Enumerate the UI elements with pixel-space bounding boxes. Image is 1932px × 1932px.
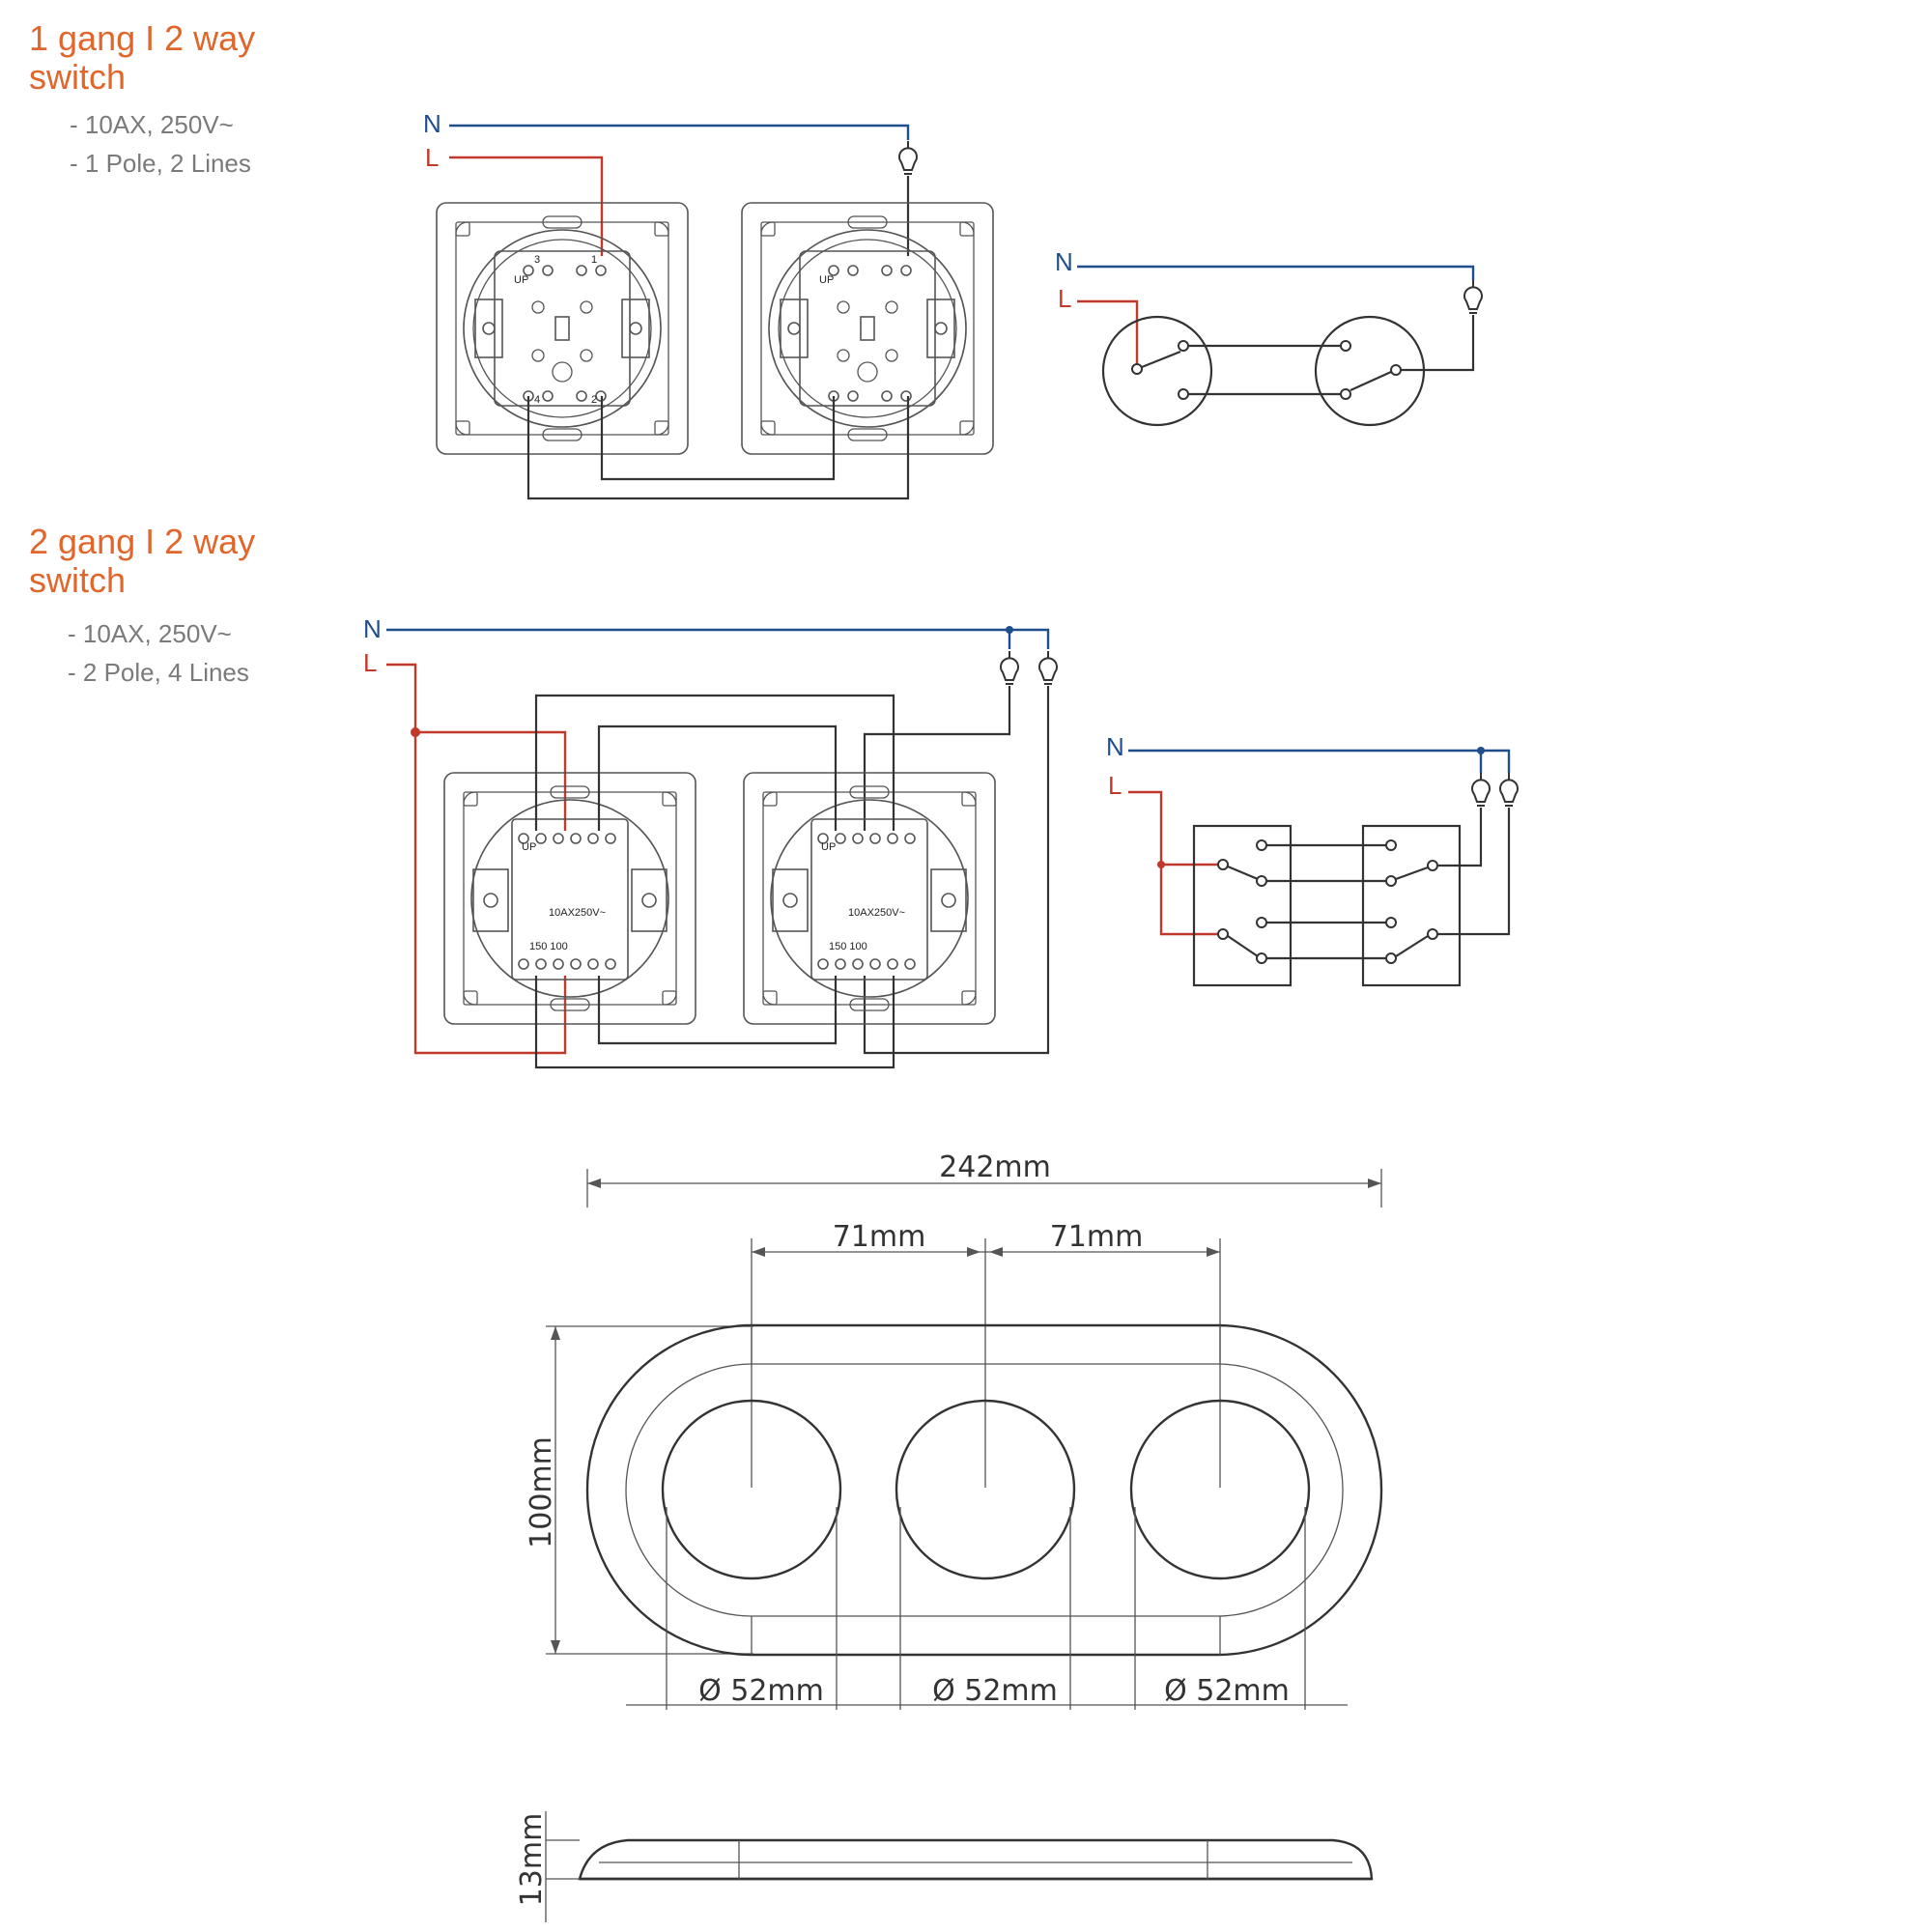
section1-schematic-lamp-icon — [1463, 279, 1483, 314]
section2-spec-poles: - 2 Pole, 4 Lines — [68, 658, 249, 687]
section2-neutral-wire — [386, 628, 1050, 649]
section2-live-wire — [386, 663, 567, 1055]
section2-schematic-switch-right — [1361, 824, 1462, 987]
section2-switch-mechanism-left — [443, 772, 696, 1025]
hole-diameter-right-label: Ø 52mm — [1164, 1674, 1290, 1708]
section2-up-mark: UP — [522, 841, 536, 853]
section2-header: 2 gang I 2 way switch - 10AX, 250V~ - 2 … — [29, 522, 255, 687]
section1-schematic-switch-left — [1101, 315, 1213, 427]
section1-wiring-diagram: N L UP UP 3 1 4 2 — [423, 109, 994, 500]
section2-wiring-diagram: N L UP UP 10AX250V~ 10AX250V~ 150 100 15… — [363, 614, 1058, 1069]
section2-schematic-lamp2-icon — [1499, 772, 1519, 807]
section2-lamp1-icon — [1000, 650, 1019, 685]
hole-center — [895, 1399, 1076, 1580]
section1-live-wire — [449, 156, 604, 256]
section1-title-line1: 1 gang I 2 way — [29, 18, 255, 58]
section2-live-label: L — [363, 648, 377, 677]
section1-header: 1 gang I 2 way switch - 10AX, 250V~ - 1 … — [29, 18, 255, 178]
section2-title-line2: switch — [29, 560, 126, 600]
hole-diameter-center-label: Ø 52mm — [932, 1674, 1058, 1708]
spacing-left-label: 71mm — [833, 1220, 926, 1254]
section2-schematic-neutral-label: N — [1106, 732, 1124, 761]
section2-spec-rating: - 10AX, 250V~ — [68, 619, 232, 648]
section1-title-line2: switch — [29, 57, 126, 97]
total-width-label: 242mm — [939, 1151, 1051, 1184]
section2-traveller-wire-1 — [534, 694, 895, 831]
spacing-right-label: 71mm — [1050, 1220, 1144, 1254]
section2-up-mark-right: UP — [821, 841, 836, 853]
section2-title-line1: 2 gang I 2 way — [29, 522, 255, 561]
section1-switch-mechanism-left — [436, 202, 689, 455]
section2-lamp2-icon — [1038, 650, 1058, 685]
height-label: 100mm — [525, 1436, 558, 1548]
section2-traveller-wire-3 — [534, 976, 895, 1069]
frame-side-view: 13mm — [515, 1811, 1374, 1922]
section1-schematic-live-label: L — [1058, 284, 1071, 313]
section1-terminal-4: 4 — [534, 394, 540, 406]
depth-label: 13mm — [515, 1813, 549, 1907]
section1-terminal-1: 1 — [591, 254, 597, 266]
section2-rating-mark-left: 10AX250V~ — [549, 907, 606, 919]
section2-switch-mechanism-right — [743, 772, 996, 1025]
frame-outer-outline — [585, 1323, 1383, 1657]
section2-rating-mark-right: 10AX250V~ — [848, 907, 905, 919]
hole-left — [661, 1399, 842, 1580]
section1-neutral-label: N — [423, 109, 441, 138]
section1-traveller-wire-1 — [526, 396, 910, 500]
section1-spec-rating: - 10AX, 250V~ — [70, 110, 234, 139]
section2-neutral-label: N — [363, 614, 382, 643]
section2-schematic-live-label: L — [1108, 771, 1122, 800]
section1-schematic-neutral-label: N — [1055, 247, 1073, 276]
hole-diameter-left-label: Ø 52mm — [698, 1674, 824, 1708]
section1-up-mark: UP — [514, 274, 528, 286]
section1-live-label: L — [425, 143, 439, 172]
section1-up-mark-right: UP — [819, 274, 834, 286]
section1-terminal-2: 2 — [591, 394, 597, 406]
section2-code-mark-right: 150 100 — [829, 941, 867, 952]
section1-schematic: N L — [1055, 247, 1483, 427]
frame-dimension-drawing: 242mm 71mm 71mm 100mm — [525, 1151, 1383, 1710]
hole-right — [1129, 1399, 1311, 1580]
section2-schematic: N L — [1106, 732, 1519, 987]
section2-schematic-lamp1-icon — [1471, 772, 1491, 807]
section1-terminal-3: 3 — [534, 254, 540, 266]
section2-schematic-switch-left — [1192, 824, 1293, 987]
section2-traveller-wire-4 — [597, 976, 838, 1045]
section1-lamp-icon — [898, 140, 918, 175]
section2-code-mark-left: 150 100 — [529, 941, 568, 952]
section1-schematic-switch-right — [1314, 315, 1426, 427]
section1-neutral-wire — [449, 124, 910, 140]
frame-side-profile — [578, 1838, 1374, 1881]
section2-traveller-wire-2 — [597, 724, 838, 831]
section1-spec-poles: - 1 Pole, 2 Lines — [70, 149, 251, 178]
section1-traveller-wire-2 — [600, 396, 836, 481]
section1-switch-mechanism-right — [741, 202, 994, 455]
